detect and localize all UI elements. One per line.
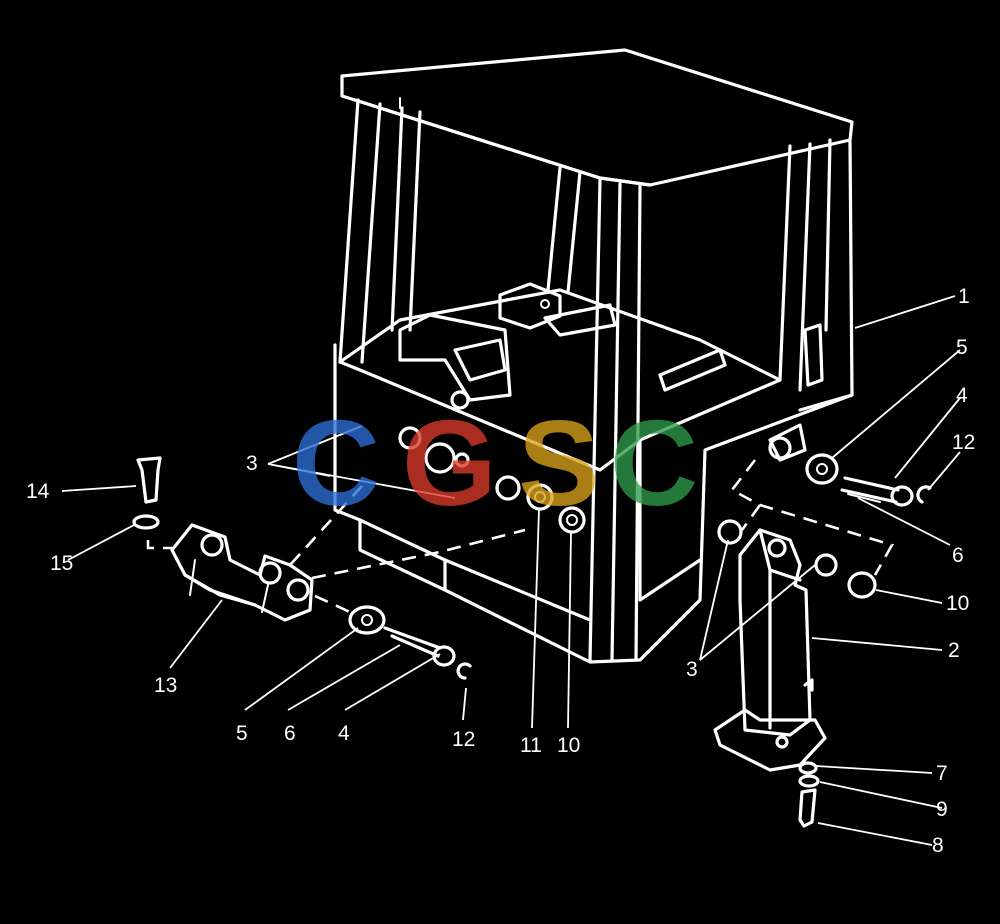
callout-2: 2 [948, 639, 960, 662]
watermark-letter-c1: C [292, 395, 380, 531]
front-mounting-bracket [170, 523, 314, 622]
watermark-letter-c2: C [610, 395, 698, 531]
bolt-and-washer-14-15 [132, 456, 162, 530]
callout-8: 8 [932, 834, 944, 857]
callout-4-right: 4 [956, 384, 968, 407]
watermark-letter-g: G [402, 395, 497, 531]
callout-1: 1 [958, 285, 970, 308]
callout-14: 14 [26, 480, 50, 503]
watermark-letter-s: S [518, 395, 599, 531]
callout-5-right: 5 [956, 336, 968, 359]
callout-7: 7 [936, 762, 948, 785]
callout-15: 15 [50, 552, 73, 575]
callout-6-right: 6 [952, 544, 964, 567]
callout-10-left: 10 [557, 734, 580, 757]
callout-3-left: 3 [246, 452, 258, 475]
callout-5-left: 5 [236, 722, 248, 745]
front-pin-set [348, 605, 472, 680]
callout-4-left: 4 [338, 722, 350, 745]
callout-12-left: 12 [452, 728, 475, 751]
rear-pillars [546, 138, 832, 392]
callouts: 1 2 3 3 4 4 5 5 6 6 7 8 9 10 10 11 12 12… [26, 285, 975, 857]
callout-6-left: 6 [284, 722, 296, 745]
front-right-pillar [588, 178, 642, 662]
callout-11: 11 [520, 734, 542, 757]
callout-12-right: 12 [952, 431, 975, 454]
watermark: C G S C [292, 395, 698, 531]
rubber-bushings-front [495, 475, 586, 534]
callout-9: 9 [936, 798, 948, 821]
callout-10-right: 10 [946, 592, 969, 615]
rear-pin-set [805, 453, 932, 507]
assembly-lines [146, 459, 894, 614]
callout-3-right: 3 [686, 658, 698, 681]
callout-13: 13 [154, 674, 177, 697]
cab-assembly [333, 48, 854, 664]
front-left-pillar [338, 98, 382, 364]
cab-deck [333, 343, 854, 664]
leader-lines [61, 295, 961, 846]
rear-support-post [713, 519, 877, 828]
